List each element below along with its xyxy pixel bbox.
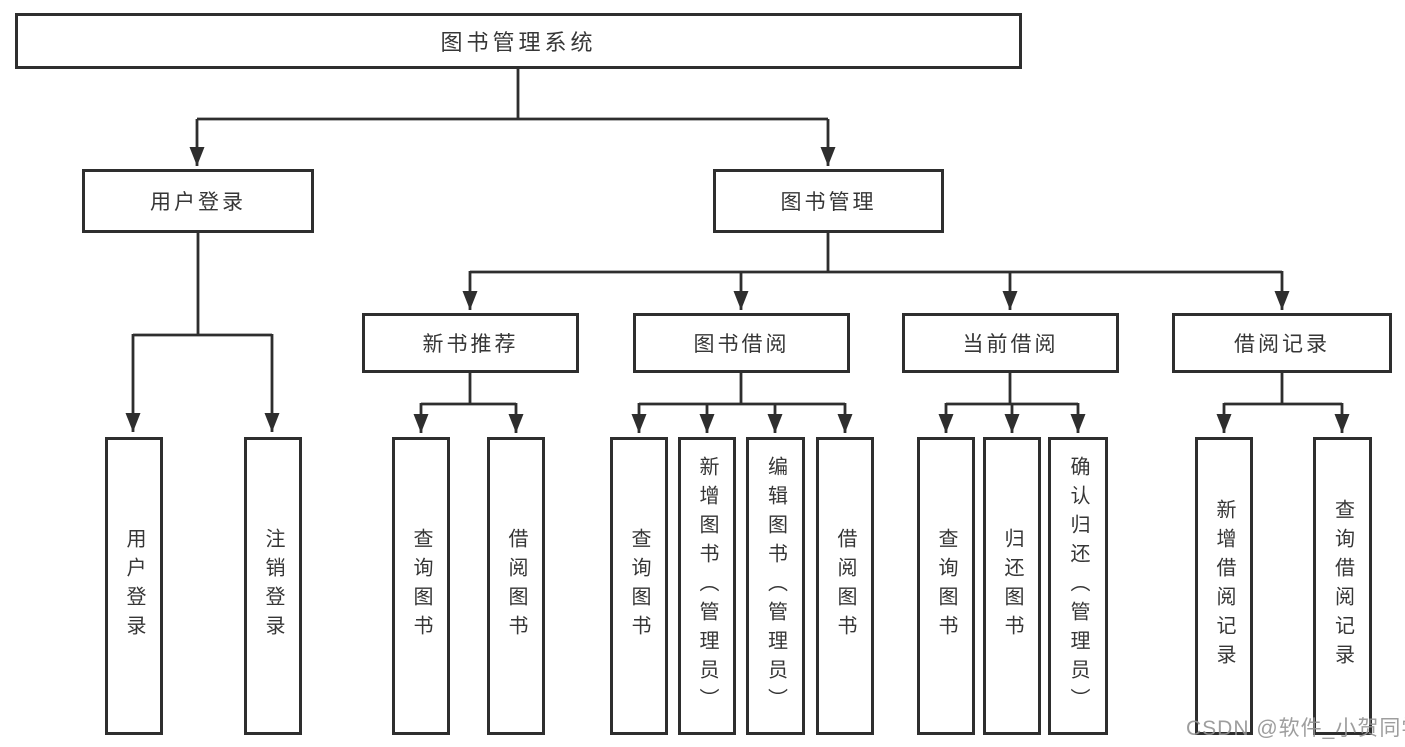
node-leaf-logout: 注销登录 <box>244 437 302 735</box>
node-user-login: 用户登录 <box>82 169 314 233</box>
node-leaf-return-books: 归还图书 <box>983 437 1041 735</box>
node-leaf-add-borrow-record: 新增借阅记录 <box>1195 437 1253 735</box>
node-book-borrowing: 图书借阅 <box>633 313 850 373</box>
node-book-management: 图书管理 <box>713 169 944 233</box>
watermark: CSDN @软件_小贺同学 <box>1186 717 1405 740</box>
node-leaf-borrow-books-borrowing: 借阅图书 <box>816 437 874 735</box>
node-current-borrowing: 当前借阅 <box>902 313 1119 373</box>
node-leaf-user-login: 用户登录 <box>105 437 163 735</box>
node-leaf-add-book-admin: 新增图书（管理员） <box>678 437 736 735</box>
node-leaf-query-borrow-record: 查询借阅记录 <box>1313 437 1372 735</box>
node-leaf-borrow-books-recommend: 借阅图书 <box>487 437 545 735</box>
node-leaf-query-books-current: 查询图书 <box>917 437 975 735</box>
node-library-management-system: 图书管理系统 <box>15 13 1022 69</box>
node-borrowing-records: 借阅记录 <box>1172 313 1392 373</box>
node-leaf-edit-book-admin: 编辑图书（管理员） <box>746 437 805 735</box>
node-leaf-confirm-return-admin: 确认归还（管理员） <box>1048 437 1108 735</box>
node-leaf-query-books-recommend: 查询图书 <box>392 437 450 735</box>
node-leaf-query-books-borrowing: 查询图书 <box>610 437 668 735</box>
node-new-book-recommendation: 新书推荐 <box>362 313 579 373</box>
